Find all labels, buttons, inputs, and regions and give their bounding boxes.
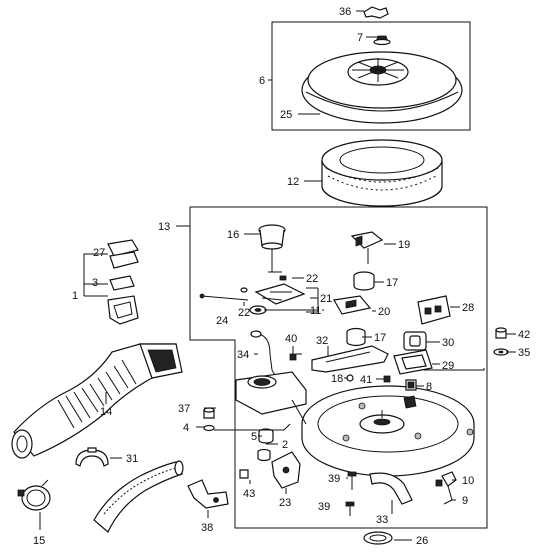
callout-22a: 22 [306, 273, 318, 285]
seal-ring-part [363, 531, 393, 545]
callout-16: 16 [227, 229, 239, 241]
callout-38: 38 [201, 522, 213, 534]
callout-30: 30 [442, 337, 454, 349]
nut-37-part [203, 407, 215, 419]
vacuum-motor-part [258, 224, 286, 273]
callout-26: 26 [416, 535, 428, 547]
callout-22b: 22 [238, 307, 250, 319]
temperature-sensor-part [350, 231, 384, 264]
callout-34: 34 [237, 349, 249, 361]
callout-43: 43 [243, 488, 255, 500]
washer-35-part [493, 348, 509, 356]
callout-39b: 39 [318, 501, 330, 513]
callout-11: 11 [310, 305, 321, 317]
callout-7: 7 [357, 32, 363, 44]
callout-13: 13 [158, 221, 170, 233]
grommet-part [249, 305, 267, 315]
callout-17a: 17 [386, 277, 398, 289]
bracket-38-part [187, 479, 229, 509]
callout-labels: 36 7 6 25 12 13 16 19 27 22 17 3 1 21 28… [33, 6, 530, 547]
callout-2: 2 [282, 439, 288, 451]
callout-4: 4 [183, 422, 189, 434]
clamp-15-part [17, 479, 51, 511]
callout-1: 1 [72, 290, 78, 302]
callout-31: 31 [126, 453, 138, 465]
housing-group-box [189, 206, 488, 529]
valve-linkage-part [199, 275, 306, 305]
callout-8: 8 [426, 381, 432, 393]
callout-6: 6 [259, 75, 265, 87]
callout-23: 23 [279, 497, 291, 509]
leader-lines [39, 10, 516, 541]
callout-14: 14 [100, 406, 112, 418]
clamp-31-part [75, 447, 109, 467]
callout-17b: 17 [374, 332, 386, 344]
callout-33: 33 [376, 514, 388, 526]
bracket-part [311, 345, 389, 373]
clamp-assembly-part [107, 239, 139, 325]
callout-29: 29 [442, 360, 454, 372]
callout-3: 3 [92, 277, 98, 289]
intake-duct-part [11, 343, 183, 459]
breather-hose-part [369, 472, 413, 505]
lid-group-box [271, 21, 471, 131]
callout-15: 15 [33, 535, 45, 547]
callout-24: 24 [216, 315, 228, 327]
callout-41: 41 [360, 374, 372, 386]
callout-20: 20 [378, 306, 390, 318]
callout-32: 32 [316, 335, 328, 347]
wing-nut-part [373, 35, 391, 46]
vacuum-switch-part [417, 295, 451, 325]
mount-rubbers-part [257, 428, 274, 462]
callout-9: 9 [462, 495, 468, 507]
callout-10: 10 [462, 475, 474, 487]
air-cleaner-housing-part [235, 371, 475, 477]
callout-37: 37 [178, 403, 190, 415]
clip-8-part [405, 379, 417, 391]
clamp-9-10-part [435, 471, 457, 505]
callout-25: 25 [280, 109, 292, 121]
air-cleaner-cover-part [301, 51, 463, 124]
clip-part [363, 6, 389, 19]
bolts-39-part [345, 471, 357, 516]
flexible-hose-part [93, 460, 184, 533]
callout-35: 35 [518, 347, 530, 359]
callout-42: 42 [518, 329, 530, 341]
callout-39a: 39 [328, 473, 340, 485]
callout-40: 40 [285, 333, 297, 345]
gasket-part [393, 331, 433, 375]
callout-21: 21 [320, 293, 332, 305]
callout-5: 5 [251, 431, 257, 443]
callout-12: 12 [287, 176, 299, 188]
callout-18: 18 [331, 373, 343, 385]
rubber-seal-part [346, 271, 375, 347]
callout-27: 27 [93, 247, 105, 259]
washer-4-part [203, 424, 215, 432]
callout-19: 19 [398, 239, 410, 251]
callout-28: 28 [462, 302, 474, 314]
nut-42-part [495, 327, 507, 339]
callout-36: 36 [339, 6, 351, 18]
valve-plate-part [333, 295, 372, 315]
filter-element-part [321, 139, 443, 207]
mount-bracket-part [239, 451, 301, 489]
